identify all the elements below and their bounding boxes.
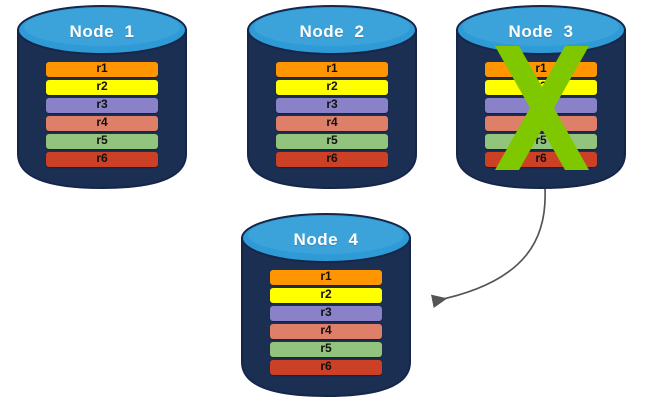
node-4-row-r6[interactable]: r6: [270, 360, 382, 375]
node-2[interactable]: Node 2 r1 r2 r3 r4 r5 r6: [246, 4, 418, 190]
row-label: r5: [320, 341, 332, 355]
node-3-row-r3[interactable]: r3: [485, 98, 597, 113]
node-3-row-r5[interactable]: r5: [485, 134, 597, 149]
node-2-row-r5[interactable]: r5: [276, 134, 388, 149]
row-label: r6: [320, 359, 332, 373]
node-2-row-r2[interactable]: r2: [276, 80, 388, 95]
node-1[interactable]: Node 1 r1 r2 r3 r4 r5 r6: [16, 4, 188, 190]
row-label: r1: [96, 61, 108, 75]
row-label: r2: [535, 79, 547, 93]
node-1-row-r1[interactable]: r1: [46, 62, 158, 77]
node-4-row-r5[interactable]: r5: [270, 342, 382, 357]
node-1-row-r3[interactable]: r3: [46, 98, 158, 113]
row-label: r5: [326, 133, 338, 147]
node-2-row-r4[interactable]: r4: [276, 116, 388, 131]
node-2-row-r6[interactable]: r6: [276, 152, 388, 167]
node-4-rows: r1 r2 r3 r4 r5 r6: [270, 270, 382, 375]
node-4-row-r1[interactable]: r1: [270, 270, 382, 285]
row-label: r6: [96, 151, 108, 165]
node-4-row-r4[interactable]: r4: [270, 324, 382, 339]
node-4[interactable]: Node 4 r1 r2 r3 r4 r5 r6: [240, 212, 412, 398]
node-1-rows: r1 r2 r3 r4 r5 r6: [46, 62, 158, 167]
row-label: r3: [96, 97, 108, 111]
row-label: r2: [320, 287, 332, 301]
node-3-rows: r1 r2 r3 r4 r5 r6: [485, 62, 597, 167]
node-3-row-r2[interactable]: r2: [485, 80, 597, 95]
row-label: r4: [326, 115, 338, 129]
row-label: r4: [535, 115, 547, 129]
node-4-row-r3[interactable]: r3: [270, 306, 382, 321]
row-label: r2: [326, 79, 338, 93]
row-label: r4: [320, 323, 332, 337]
row-label: r3: [535, 97, 547, 111]
node-1-row-r6[interactable]: r6: [46, 152, 158, 167]
node-2-row-r3[interactable]: r3: [276, 98, 388, 113]
node-1-row-r2[interactable]: r2: [46, 80, 158, 95]
node-2-row-r1[interactable]: r1: [276, 62, 388, 77]
node-3[interactable]: Node 3 r1 r2 r3 r4 r5 r6: [455, 4, 627, 190]
row-label: r3: [326, 97, 338, 111]
row-label: r2: [96, 79, 108, 93]
row-label: r1: [535, 61, 547, 75]
row-label: r5: [96, 133, 108, 147]
row-label: r1: [326, 61, 338, 75]
node-3-row-r1[interactable]: r1: [485, 62, 597, 77]
node-3-row-r4[interactable]: r4: [485, 116, 597, 131]
node-1-row-r5[interactable]: r5: [46, 134, 158, 149]
row-label: r3: [320, 305, 332, 319]
row-label: r4: [96, 115, 108, 129]
node-3-row-r6[interactable]: r6: [485, 152, 597, 167]
node-2-rows: r1 r2 r3 r4 r5 r6: [276, 62, 388, 167]
row-label: r1: [320, 269, 332, 283]
node-4-row-r2[interactable]: r2: [270, 288, 382, 303]
row-label: r5: [535, 133, 547, 147]
row-label: r6: [326, 151, 338, 165]
row-label: r6: [535, 151, 547, 165]
node-1-row-r4[interactable]: r4: [46, 116, 158, 131]
